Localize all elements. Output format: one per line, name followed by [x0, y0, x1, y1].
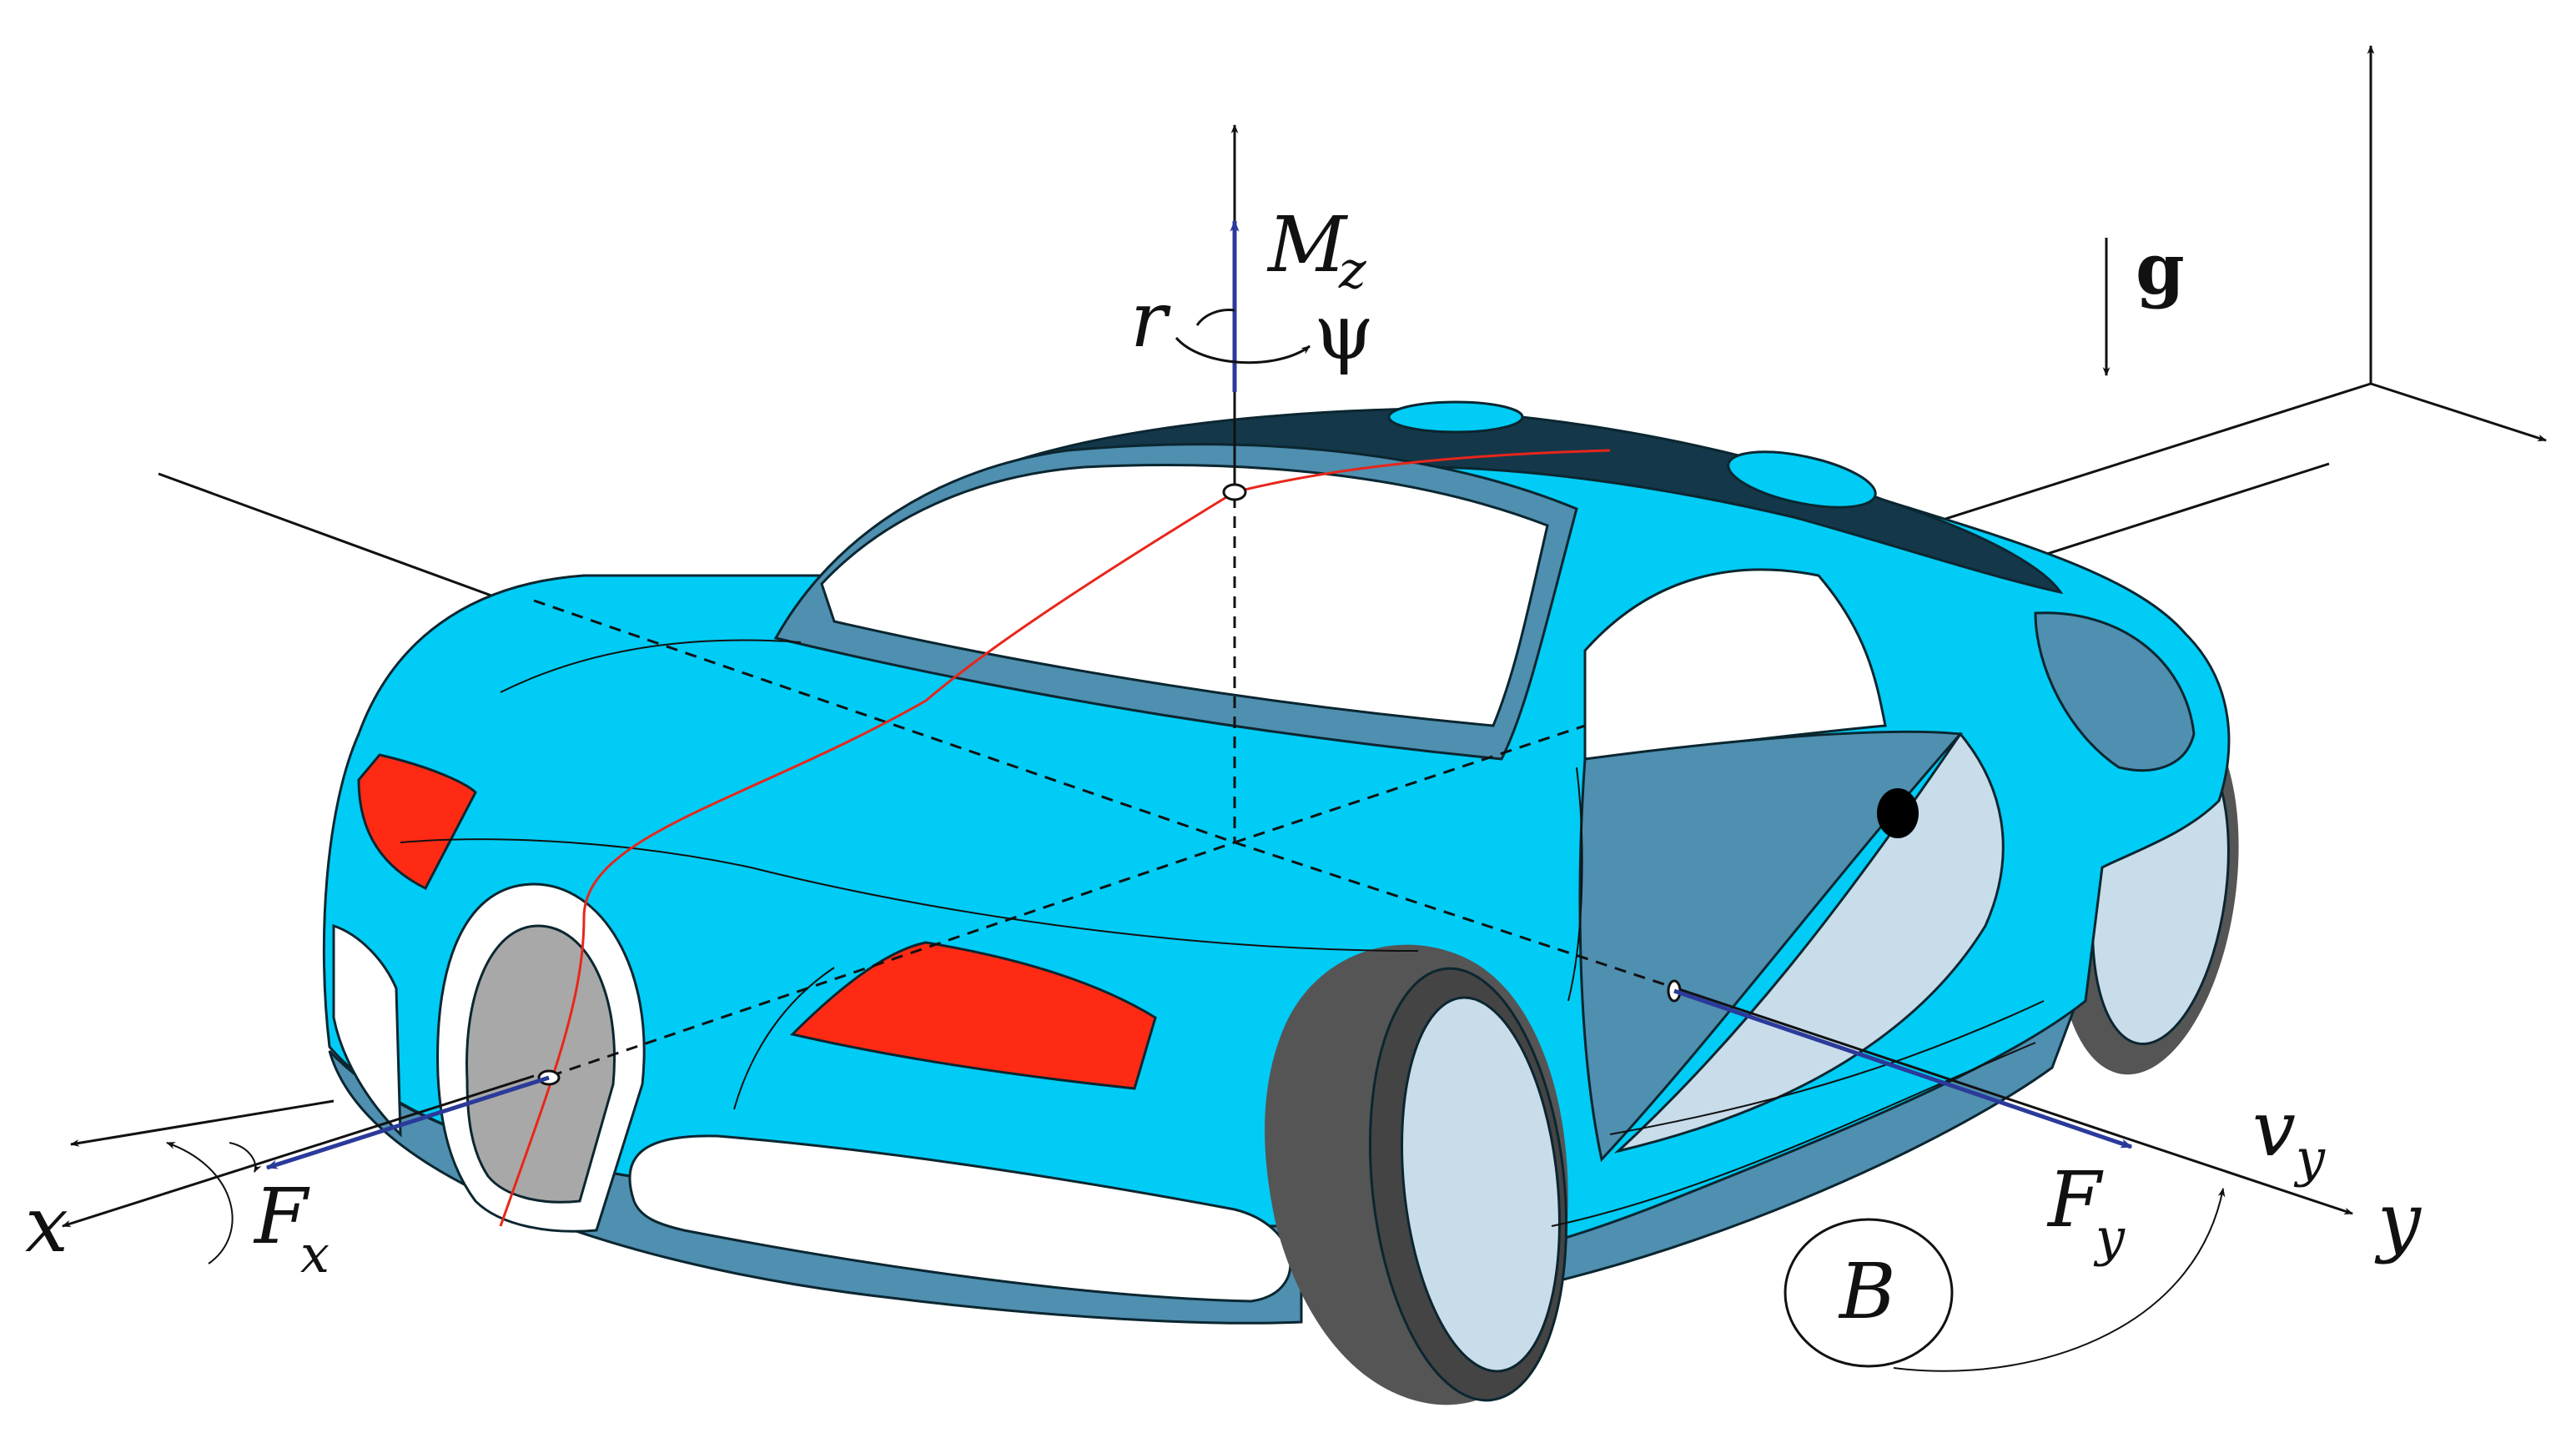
grille — [465, 924, 616, 1204]
door-sweep — [1613, 732, 2005, 1154]
label-yaw-rate: r — [1130, 275, 1171, 365]
label-velocity-y-sub: y — [2293, 1128, 2326, 1189]
door-handle — [1877, 788, 1919, 838]
roll-arc-outer — [165, 1142, 234, 1264]
label-velocity-y: v — [2252, 1084, 2296, 1174]
label-force-x-sub: x — [300, 1224, 330, 1285]
label-moment-z-sub: z — [1338, 239, 1366, 300]
force-x-arrow — [265, 1075, 550, 1170]
label-moment-z: M — [1266, 200, 1349, 289]
trajectory-curve — [499, 490, 1235, 1227]
cg-marker — [1222, 483, 1247, 501]
label-body: B — [1838, 1247, 1896, 1336]
body-b-arrow — [1893, 1187, 2226, 1372]
force-y-arrow — [1673, 988, 2133, 1149]
left-intake — [332, 923, 402, 1138]
front-wheel — [1265, 944, 1568, 1405]
rear-haunch-panel — [2034, 611, 2196, 772]
body-b-circle — [1784, 1218, 1954, 1368]
windshield-glass — [820, 464, 1549, 727]
roll-arc-inner — [229, 1142, 262, 1173]
label-force-y: F — [2046, 1155, 2104, 1244]
body-frame-axes — [61, 123, 2354, 1228]
yaw-rotation-arc — [1175, 337, 1311, 365]
left-headlight — [357, 753, 477, 891]
label-yaw-angle: ψ — [1314, 288, 1374, 377]
label-axis-y: y — [2374, 1176, 2422, 1265]
label-gravity: g — [2136, 228, 2185, 310]
label-axis-x: x — [25, 1180, 68, 1269]
label-force-y-sub: y — [2093, 1207, 2126, 1268]
roof-scoop-front — [1387, 400, 1524, 434]
door-panel — [1578, 730, 1964, 1163]
car-illustration — [322, 400, 2239, 1405]
roof-scoop-rear — [1727, 450, 1877, 509]
label-force-x: F — [253, 1172, 310, 1261]
